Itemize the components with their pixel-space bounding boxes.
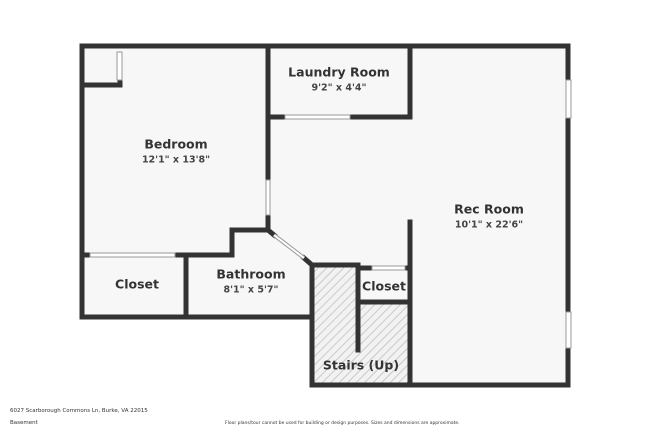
footer-disclaimer: Floor plans/tour cannot be used for buil… (225, 421, 460, 426)
room-name: Laundry Room (288, 64, 390, 80)
room-dimensions: 12'1" x 13'8" (141, 154, 211, 166)
room-name: Closet (362, 278, 406, 294)
room-name: Bathroom (216, 266, 286, 282)
room-bedroom: Bedroom 12'1" x 13'8" (142, 137, 210, 166)
room-stairs: Stairs (Up) (323, 358, 399, 373)
footer-floor: Basement (10, 420, 38, 426)
room-name: Bedroom (144, 136, 208, 152)
room-name: Stairs (Up) (322, 357, 400, 373)
room-bathroom: Bathroom 8'1" x 5'7" (216, 267, 285, 296)
room-dimensions: 10'1" x 22'6" (454, 219, 524, 231)
walls (79, 43, 571, 388)
room-name: Rec Room (454, 201, 524, 217)
stairs-hatch (314, 267, 410, 383)
room-dimensions: 9'2" x 4'4" (311, 82, 367, 94)
doors-windows (89, 51, 572, 349)
footer-address: 6027 Scarborough Commons Ln, Burke, VA 2… (10, 408, 148, 414)
room-laundry: Laundry Room 9'2" x 4'4" (288, 65, 390, 94)
room-name: Closet (115, 276, 159, 292)
room-closet-left: Closet (115, 277, 159, 292)
room-closet-right: Closet (362, 279, 406, 294)
room-dimensions: 8'1" x 5'7" (223, 284, 279, 296)
room-rec-room: Rec Room 10'1" x 22'6" (454, 202, 524, 231)
